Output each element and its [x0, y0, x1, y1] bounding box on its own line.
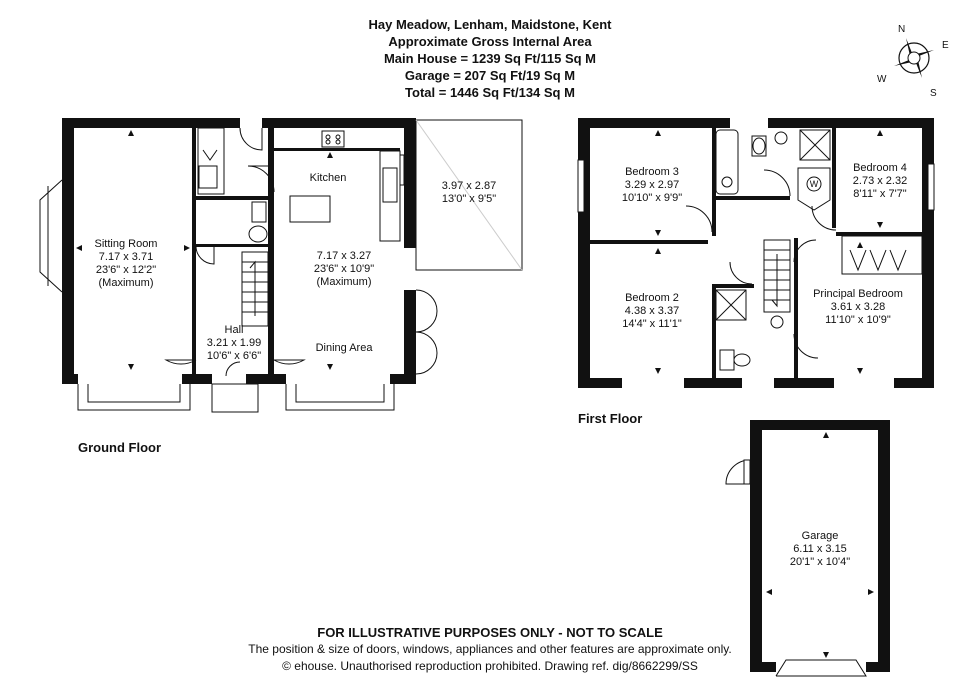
- ground-floor-plan: [39, 118, 523, 413]
- garage-label: Garage 6.11 x 3.15 20'1" x 10'4": [772, 530, 868, 569]
- room-imperial: 13'0" x 9'5": [441, 193, 497, 205]
- compass-e-label: E: [942, 40, 949, 51]
- room-imperial: 10'6" x 6'6": [206, 350, 262, 362]
- kitchen-dining-label: 7.17 x 3.27 23'6" x 10'9" (Maximum): [292, 250, 396, 289]
- room-name: Sitting Room: [94, 238, 158, 250]
- compass-s-label: S: [930, 88, 937, 99]
- plan-header: Hay Meadow, Lenham, Maidstone, Kent Appr…: [290, 16, 690, 101]
- copyright-text: © ehouse. Unauthorised reproduction proh…: [282, 659, 698, 673]
- ground-floor-label: Ground Floor: [78, 440, 162, 455]
- room-imperial: 14'4" x 11'1": [622, 318, 682, 330]
- approximation-note: The position & size of doors, windows, a…: [248, 642, 732, 656]
- first-floor-label: First Floor: [578, 411, 643, 426]
- room-metric: 7.17 x 3.71: [98, 251, 154, 263]
- garage-area: Garage = 207 Sq Ft/19 Sq M: [404, 68, 576, 83]
- compass-icon: N E S W: [874, 22, 954, 99]
- room-name: Garage: [801, 530, 839, 542]
- compass-w-label: W: [877, 74, 887, 85]
- room-name: Bedroom 3: [625, 166, 679, 178]
- room-name: Bedroom 2: [625, 292, 679, 304]
- room-metric: 3.21 x 1.99: [206, 337, 262, 349]
- total-area: Total = 1446 Sq Ft/134 Sq M: [405, 85, 575, 100]
- room-metric: 3.61 x 3.28: [830, 301, 886, 313]
- principal-bedroom-label: Principal Bedroom 3.61 x 3.28 11'10" x 1…: [800, 288, 916, 327]
- room-metric: 3.29 x 2.97: [624, 179, 680, 191]
- garage-plan: [725, 420, 890, 677]
- room-imperial: 11'10" x 10'9": [825, 314, 891, 326]
- room-name: Bedroom 4: [853, 162, 907, 174]
- room-name: Principal Bedroom: [813, 288, 903, 300]
- plan-footer: FOR ILLUSTRATIVE PURPOSES ONLY - NOT TO …: [180, 624, 800, 675]
- dining-area-label: Dining Area: [315, 342, 373, 354]
- room-imperial: 20'1" x 10'4": [789, 556, 851, 568]
- room-name: Hall: [224, 324, 244, 336]
- bedroom2-label: Bedroom 2 4.38 x 3.37 14'4" x 11'1": [604, 292, 700, 331]
- outbuilding-label: 3.97 x 2.87 13'0" x 9'5": [420, 180, 518, 206]
- kitchen-label: Kitchen: [309, 172, 347, 184]
- room-metric: 3.97 x 2.87: [441, 180, 497, 192]
- disclaimer-text: FOR ILLUSTRATIVE PURPOSES ONLY - NOT TO …: [317, 625, 663, 640]
- first-floor-plan: [577, 118, 935, 388]
- main-house-area: Main House = 1239 Sq Ft/115 Sq M: [383, 51, 597, 66]
- cupboard-w-label: W: [809, 179, 819, 189]
- room-metric: 2.73 x 2.32: [852, 175, 908, 187]
- room-imperial: 23'6" x 10'9": [313, 263, 375, 275]
- area-title: Approximate Gross Internal Area: [388, 34, 592, 49]
- room-note: (Maximum): [98, 277, 154, 289]
- address-title: Hay Meadow, Lenham, Maidstone, Kent: [368, 17, 612, 32]
- room-imperial: 10'10" x 9'9": [621, 192, 683, 204]
- bedroom3-label: Bedroom 3 3.29 x 2.97 10'10" x 9'9": [604, 166, 700, 205]
- sitting-room-label: Sitting Room 7.17 x 3.71 23'6" x 12'2" (…: [74, 238, 178, 290]
- compass-n-label: N: [898, 24, 906, 35]
- room-note: (Maximum): [316, 276, 372, 288]
- room-metric: 4.38 x 3.37: [624, 305, 680, 317]
- bedroom4-label: Bedroom 4 2.73 x 2.32 8'11" x 7'7": [838, 162, 922, 201]
- hall-label: Hall 3.21 x 1.99 10'6" x 6'6": [196, 324, 272, 363]
- room-metric: 7.17 x 3.27: [316, 250, 372, 262]
- room-imperial: 8'11" x 7'7": [853, 188, 907, 200]
- room-imperial: 23'6" x 12'2": [95, 264, 157, 276]
- room-metric: 6.11 x 3.15: [793, 543, 847, 555]
